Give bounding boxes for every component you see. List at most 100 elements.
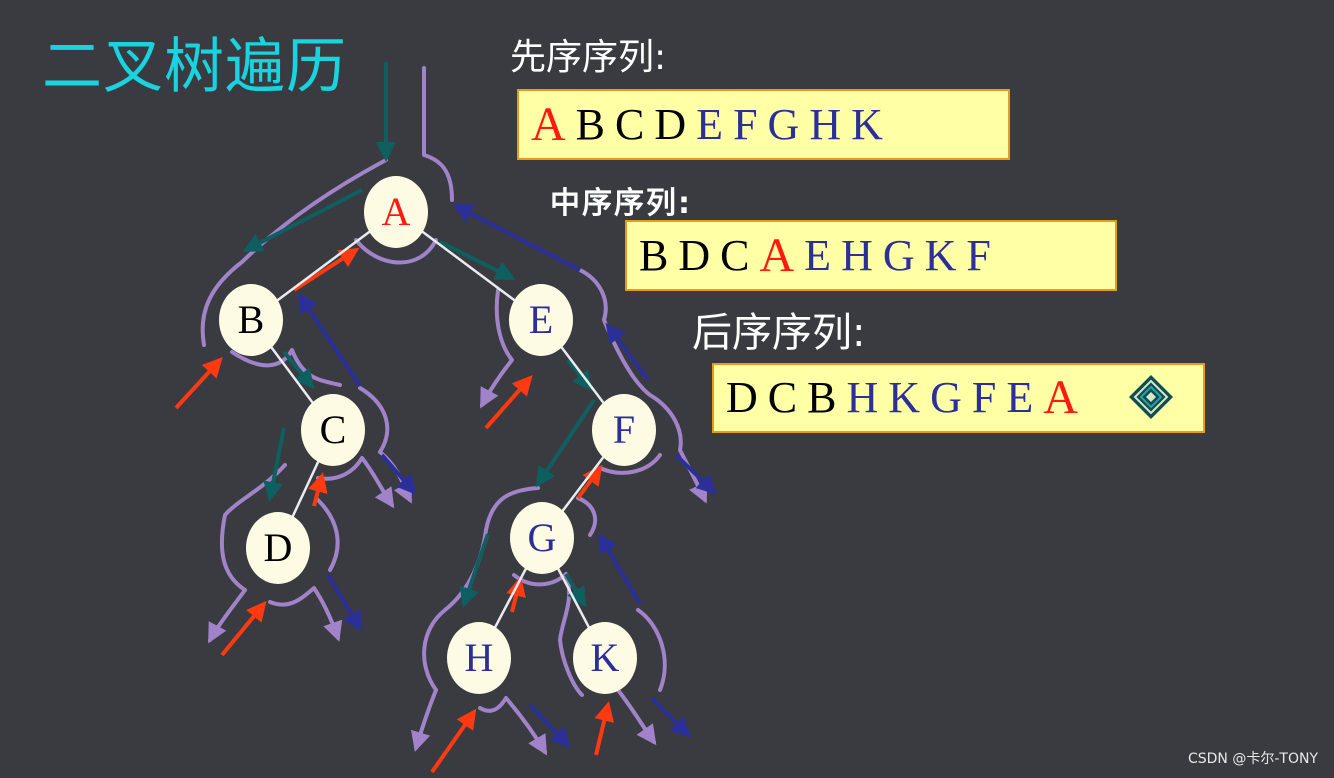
postorder-letter-6: G	[930, 373, 962, 422]
preorder-letter-9: K	[851, 99, 883, 149]
tree-node-d: D	[246, 512, 310, 584]
slide-title: 二叉树遍历	[42, 32, 347, 102]
inorder-letter-6: H	[841, 230, 873, 280]
tree-node-label: G	[528, 515, 557, 560]
preorder-letter-3: C	[615, 99, 645, 149]
diamond-icon	[1129, 375, 1173, 419]
preorder-label: 先序序列:	[510, 37, 667, 78]
contour-k-bottom	[616, 688, 657, 746]
tree-node-circle	[573, 622, 637, 694]
contour-h-right	[478, 696, 548, 756]
tree-node-circle	[592, 394, 656, 466]
red-arrow-h	[430, 708, 477, 774]
inorder-letter-1: B	[639, 230, 669, 280]
tree-node-circle	[301, 394, 365, 466]
teal-arrow-e-to-f	[566, 358, 593, 392]
tree-node-k: K	[573, 622, 637, 694]
tree-node-b: B	[219, 284, 283, 356]
navy-arrow-c-to-b	[297, 292, 362, 388]
navy-arrow-c-right	[380, 453, 417, 496]
watermark: CSDN @卡尔-TONY	[1187, 751, 1318, 767]
tree-node-label: A	[382, 189, 411, 234]
preorder-letter-5: E	[696, 99, 724, 149]
contour-c-bottom	[316, 456, 395, 509]
tree-node-g: G	[510, 502, 574, 574]
inorder-letter-3: C	[720, 230, 750, 280]
tree-node-c: C	[301, 394, 365, 466]
postorder-letter-9: A	[1043, 371, 1078, 424]
navy-arrows	[297, 204, 717, 748]
teal-arrow-a-to-e	[439, 240, 516, 280]
tree-node-a: A	[364, 176, 428, 248]
tree-node-e: E	[509, 284, 573, 356]
red-arrow-e	[484, 374, 533, 430]
postorder-letter-3: B	[807, 373, 837, 422]
contour-e-left	[480, 288, 514, 409]
tree-node-circle	[510, 502, 574, 574]
contour-right-top	[422, 66, 454, 202]
contour-d-bottom	[208, 588, 247, 644]
tree-node-label: E	[529, 297, 553, 342]
tree-node-label: B	[238, 297, 265, 342]
contour-left-outer	[200, 158, 388, 347]
tree-node-circle	[509, 284, 573, 356]
tree-node-circle	[219, 284, 283, 356]
inorder-letter-9: F	[966, 230, 991, 280]
contour-h-bottom	[411, 688, 438, 752]
inorder-letter-5: E	[804, 230, 832, 280]
teal-arrow-g-to-h	[459, 533, 490, 608]
preorder-letter-8: H	[809, 99, 842, 149]
tree-node-label: C	[320, 407, 347, 452]
inorder-label: 中序序列:	[550, 186, 692, 221]
red-arrow-g	[506, 576, 526, 613]
red-arrow-c	[308, 472, 328, 507]
contour-b-right	[230, 348, 342, 387]
contour-d-right	[268, 586, 343, 642]
postorder-letter-8: E	[1006, 373, 1034, 422]
navy-arrow-f-to-e	[605, 322, 650, 382]
inorder-letter-7: G	[882, 230, 915, 280]
red-arrow-f	[576, 464, 603, 500]
contour-c-left	[358, 386, 412, 504]
inorder-letter-2: D	[678, 230, 711, 280]
postorder-label: 后序序列:	[692, 310, 866, 356]
teal-arrow-b-to-c	[282, 350, 315, 390]
red-arrow-b	[174, 357, 223, 410]
tree-node-h: H	[447, 622, 511, 694]
contour-f-bottom	[598, 453, 662, 475]
red-arrow-a	[292, 247, 360, 292]
teal-arrow-f-to-g	[535, 398, 596, 488]
navy-arrow-d-right	[326, 573, 363, 632]
red-arrow-k	[594, 701, 614, 756]
teal-arrow-c-to-d	[263, 427, 286, 502]
navy-arrow-h-right	[528, 703, 571, 748]
teal-arrows	[242, 62, 596, 608]
traversal-contour	[200, 66, 708, 756]
preorder-letter-1: A	[531, 97, 566, 151]
tree-node-f: F	[592, 394, 656, 466]
contour-g-right	[576, 496, 598, 537]
navy-arrow-f-right	[674, 453, 717, 495]
contour-k-right	[636, 608, 667, 692]
red-arrow-d	[220, 600, 267, 657]
preorder-letter-4: D	[654, 99, 687, 149]
inorder-letter-4: A	[759, 228, 795, 282]
teal-arrow-g-to-k	[564, 572, 587, 608]
contour-a-bottom	[354, 238, 438, 265]
preorder-letter-6: F	[733, 99, 758, 149]
postorder-letter-7: F	[971, 373, 997, 422]
postorder-letter-5: K	[888, 373, 921, 422]
teal-arrow-a-to-b	[242, 188, 363, 252]
contour-d-up	[316, 498, 340, 572]
contour-e-right	[578, 268, 708, 504]
preorder-letter-7: G	[767, 99, 800, 149]
navy-arrow-k-to-g	[597, 532, 642, 606]
navy-arrow-k-right	[650, 696, 691, 738]
tree-node-label: D	[264, 525, 293, 570]
navy-arrow-e-to-a	[452, 204, 581, 272]
tree-node-circle	[246, 512, 310, 584]
